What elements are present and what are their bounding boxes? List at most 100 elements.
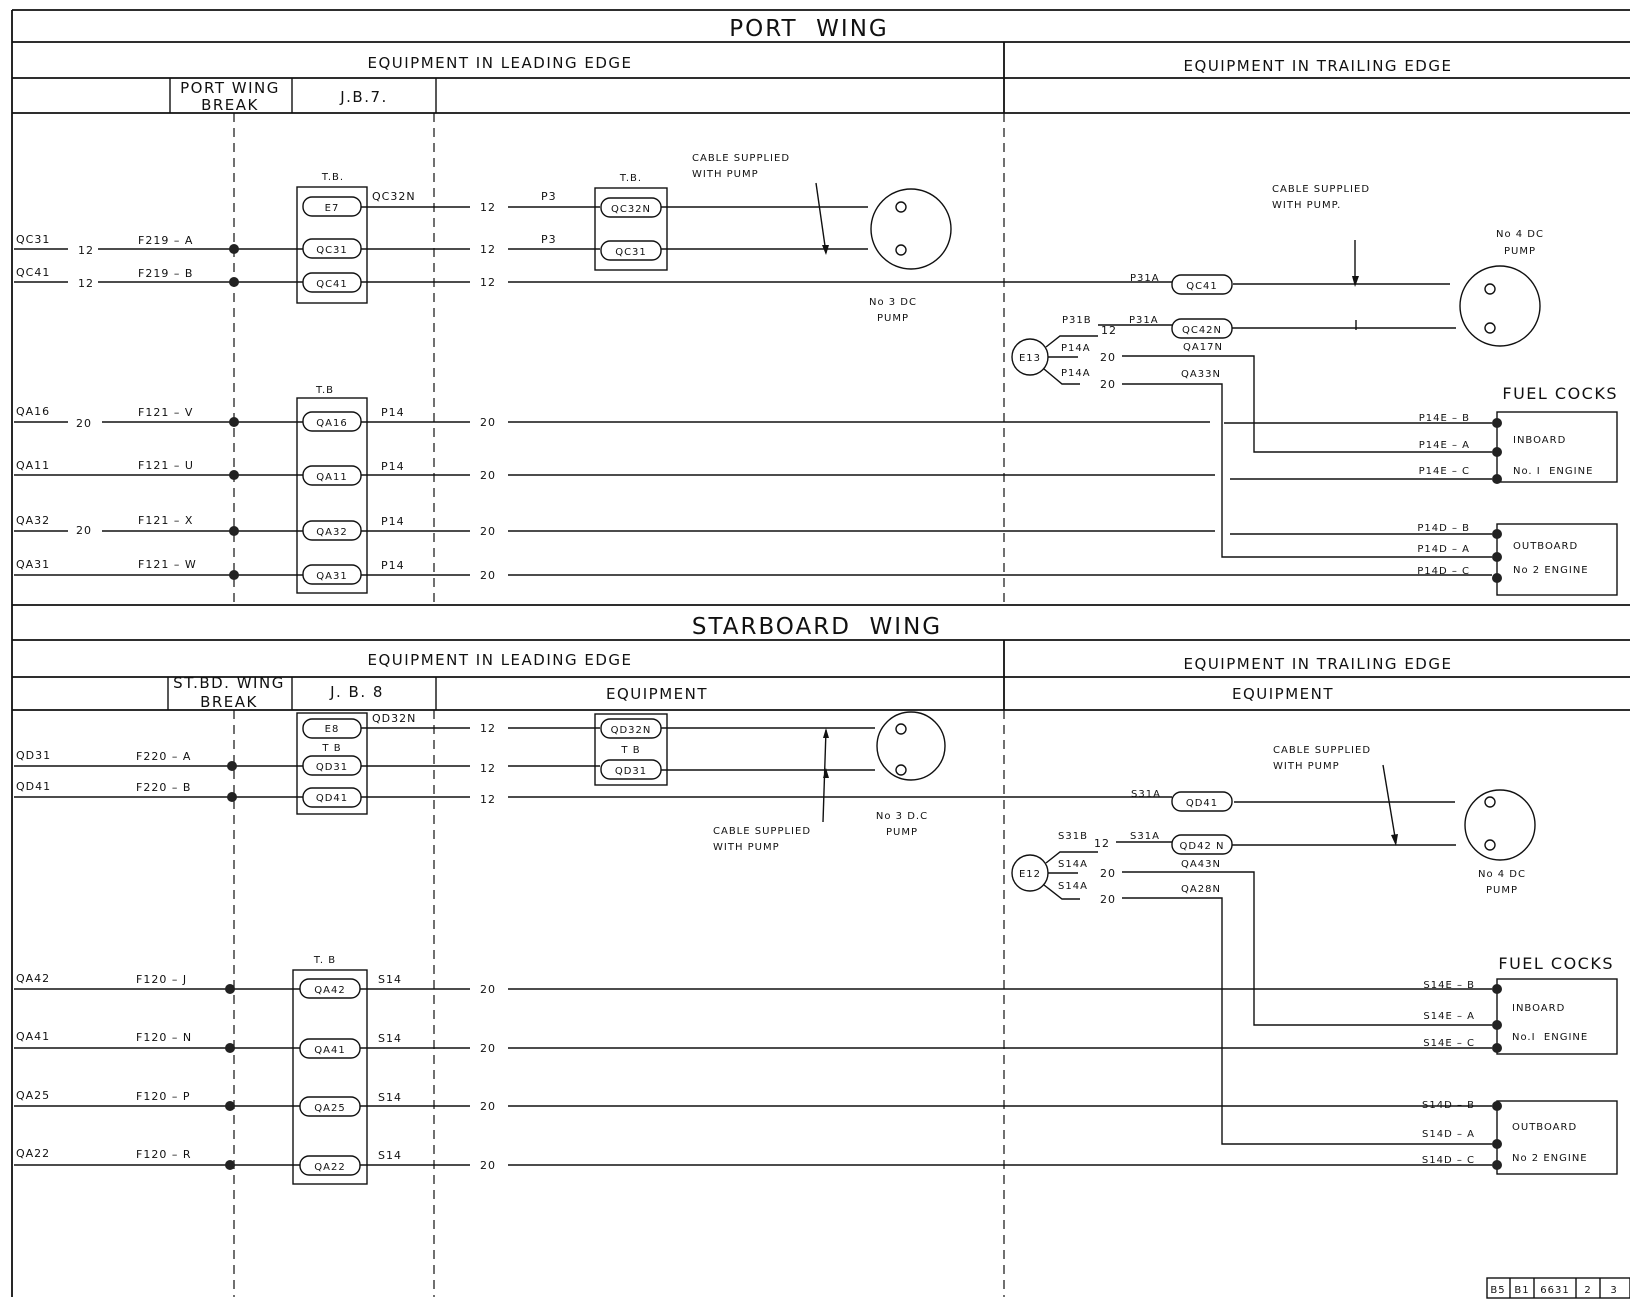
starboard-terminal-a-1: QD31 (316, 762, 348, 773)
starboard-terminal-b-1: QD31 (615, 766, 647, 777)
starboard-mid-size-0: 12 (480, 722, 496, 735)
port-feed-label-1: QC41 (16, 266, 50, 279)
port-terminal-c-3: QA31 (316, 571, 347, 582)
port-terminal-c-1: QA11 (316, 472, 347, 483)
port-pump-3-label-a: No 3 DC (869, 297, 917, 308)
port-pump-3-label-b: PUMP (877, 313, 909, 324)
starboard-leading-edge-header: EQUIPMENT IN LEADING EDGE (367, 651, 632, 669)
starboard-tb-out-label-2: S14 (378, 1032, 402, 1045)
starboard-feed-label-2: QA42 (16, 972, 50, 985)
starboard-trailing-edge-circuit (1011, 764, 1618, 1175)
port-mid-size-6: 20 (480, 569, 496, 582)
starboard-equipment-leading: EQUIPMENT (606, 685, 708, 703)
port-feed-size-2: 20 (76, 417, 92, 430)
starboard-mid-size-1: 12 (480, 762, 496, 775)
port-feed-size-1: 12 (78, 277, 94, 290)
port-fuse-label-5: F121 – W (138, 558, 197, 571)
starboard-feed-label-4: QA25 (16, 1089, 50, 1102)
port-plug-label-1: P3 (541, 233, 557, 246)
port-terminal-c-2: QA32 (316, 527, 347, 538)
starboard-wing-title: STARBOARD WING (692, 614, 942, 640)
port-fuse-label-0: F219 – A (138, 234, 193, 247)
port-feed-label-3: QA11 (16, 459, 50, 472)
starboard-trail-size-0: 12 (1094, 837, 1110, 850)
port-fuel-cocks-title: FUEL COCKS (1502, 384, 1618, 403)
port-outboard-label-a: OUTBOARD (1513, 541, 1578, 552)
port-leading-edge-header: EQUIPMENT IN LEADING EDGE (367, 54, 632, 72)
starboard-fuse-label-1: F220 – B (136, 781, 191, 794)
starboard-trail-plug-3: S14A (1058, 859, 1088, 870)
port-tb-label-3: T.B (315, 385, 334, 396)
port-trail-wire-1: QA33N (1181, 369, 1221, 380)
port-wing-break-label-1: PORT WING (180, 79, 280, 97)
starboard-trail-plug-0: S31A (1131, 789, 1161, 800)
starboard-mid-size-2: 12 (480, 793, 496, 806)
starboard-trail-terminal-0: QD41 (1186, 798, 1218, 809)
port-tb-label-2: T.B. (619, 173, 642, 184)
starboard-feed-label-5: QA22 (16, 1147, 50, 1160)
port-fuse-label-3: F121 – U (138, 459, 194, 472)
starboard-terminal-c-2: QA25 (314, 1103, 345, 1114)
starboard-cable-note-2b: WITH PUMP (1273, 761, 1340, 772)
starboard-junction-box-label: J. B. 8 (329, 683, 384, 701)
port-tb-out-label-0: QC32N (372, 190, 416, 203)
port-terminal-b-1: QC31 (615, 247, 647, 258)
starboard-cock-pin-outboard-2: S14D – C (1422, 1155, 1475, 1166)
port-terminal-a-2: QC41 (316, 279, 348, 290)
port-trail-size-0: 12 (1101, 324, 1117, 337)
starboard-terminal-c-0: QA42 (314, 985, 345, 996)
port-trail-terminal-0: QC41 (1186, 281, 1218, 292)
starboard-cock-pin-inboard-0: S14E – B (1423, 980, 1475, 991)
port-wing-title: PORT WING (729, 16, 889, 42)
title-block-cell-2: 6631 (1540, 1285, 1569, 1296)
starboard-feed-label-3: QA41 (16, 1030, 50, 1043)
starboard-trail-size-2: 20 (1100, 893, 1116, 906)
starboard-terminal-c-3: QA22 (314, 1162, 345, 1173)
port-trailing-edge-circuit (1011, 240, 1618, 596)
starboard-pump-4-label-a: No 4 DC (1478, 869, 1526, 880)
port-terminal-a-0: E7 (325, 203, 340, 214)
starboard-tb-label-2: T B (620, 745, 640, 756)
starboard-trail-terminal-1: QD42 N (1180, 841, 1225, 852)
drawing-frame (11, 9, 1630, 1297)
starboard-tb-label-1: T B (321, 743, 341, 754)
starboard-mid-size-3: 20 (480, 983, 496, 996)
port-mid-size-0: 12 (480, 201, 496, 214)
starboard-inboard-label-a: INBOARD (1512, 1003, 1565, 1014)
starboard-fuse-label-3: F120 – N (136, 1031, 192, 1044)
port-cable-note-2a: CABLE SUPPLIED (1272, 184, 1370, 195)
port-mid-size-5: 20 (480, 525, 496, 538)
port-trailing-edge-header: EQUIPMENT IN TRAILING EDGE (1184, 57, 1453, 75)
title-block-cell-1: B1 (1514, 1285, 1529, 1296)
starboard-leading-edge-circuit (14, 711, 1492, 1185)
starboard-trail-wire-0: QA43N (1181, 859, 1221, 870)
port-trail-size-1b: 20 (1100, 351, 1116, 364)
port-feed-label-2: QA16 (16, 405, 50, 418)
starboard-tb-out-label-0: QD32N (372, 712, 416, 725)
port-cock-pin-outboard-2: P14D – C (1417, 566, 1470, 577)
starboard-pump-4-label-b: PUMP (1486, 885, 1518, 896)
port-trail-plug-0: P31A (1130, 273, 1160, 284)
port-pump-4-label-a: No 4 DC (1496, 229, 1544, 240)
starboard-trail-wire-1: QA28N (1181, 884, 1221, 895)
port-feed-label-4: QA32 (16, 514, 50, 527)
port-mid-size-4: 20 (480, 469, 496, 482)
port-terminal-c-0: QA16 (316, 418, 347, 429)
port-feed-size-0: 12 (78, 244, 94, 257)
port-cable-note-2b: WITH PUMP. (1272, 200, 1341, 211)
starboard-cock-pin-inboard-2: S14E – C (1423, 1038, 1475, 1049)
starboard-cable-note-2a: CABLE SUPPLIED (1273, 745, 1371, 756)
starboard-inboard-label-b: No.I ENGINE (1512, 1032, 1588, 1043)
starboard-tb-out-label-4: S14 (378, 1149, 402, 1162)
port-inboard-label-a: INBOARD (1513, 435, 1566, 446)
port-tb-label-1: T.B. (321, 172, 344, 183)
port-cock-pin-outboard-1: P14D – A (1417, 544, 1470, 555)
starboard-cock-pin-outboard-0: S14D – B (1422, 1100, 1475, 1111)
port-cock-pin-outboard-0: P14D – B (1417, 523, 1470, 534)
port-leading-edge-circuit (14, 182, 1492, 594)
starboard-cable-note-1a: CABLE SUPPLIED (713, 826, 811, 837)
starboard-wing-break-label-2: BREAK (200, 693, 258, 711)
starboard-outboard-label-b: No 2 ENGINE (1512, 1153, 1588, 1164)
port-pump-4-label-b: PUMP (1504, 246, 1536, 257)
starboard-cock-pin-outboard-1: S14D – A (1422, 1129, 1475, 1140)
